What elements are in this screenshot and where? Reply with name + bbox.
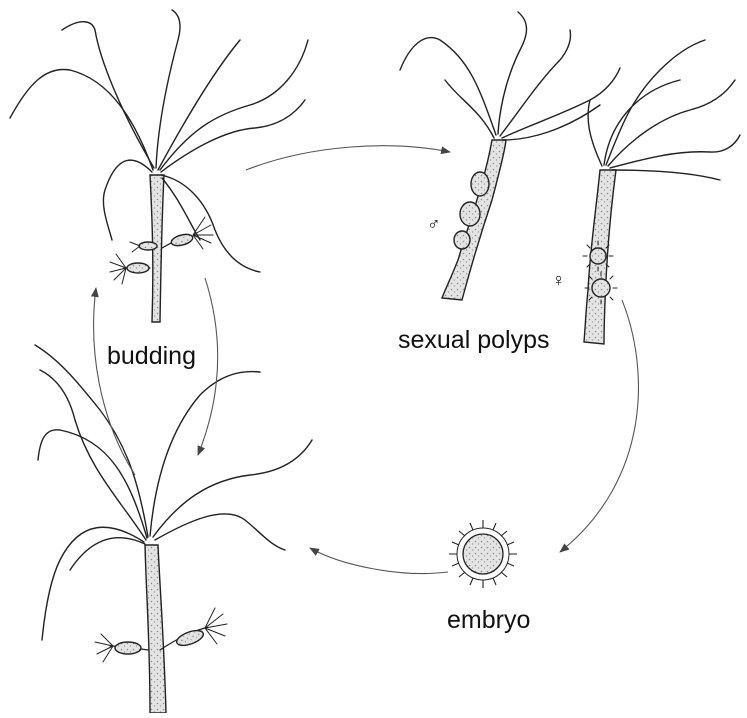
arrow-to-sexual-polyps — [246, 146, 450, 170]
tentacle — [604, 80, 680, 165]
embryo-figure — [449, 520, 517, 588]
tentacle — [155, 514, 285, 550]
tentacle — [40, 370, 146, 540]
male-symbol: ♂ — [427, 214, 441, 235]
tentacle — [10, 69, 153, 170]
female-symbol: ♀ — [552, 270, 566, 291]
polyp-bottom — [35, 345, 312, 713]
budding-polyp-top — [10, 10, 308, 322]
tentacle — [158, 40, 240, 170]
tentacle — [612, 170, 720, 180]
tentacle — [153, 440, 312, 537]
tentacle — [103, 160, 152, 240]
tentacle — [588, 100, 602, 166]
bud-body — [139, 242, 157, 250]
bud-left — [95, 634, 148, 662]
female-sexual-polyp — [583, 40, 740, 344]
arrow-budding-down — [198, 278, 218, 455]
tentacle — [38, 430, 147, 538]
bud-tentacles — [193, 217, 213, 249]
bud-body — [175, 628, 205, 649]
tentacle — [400, 38, 496, 135]
bud-tentacles — [110, 254, 126, 284]
tentacle — [162, 178, 200, 240]
tentacle — [500, 30, 571, 136]
tentacle — [606, 40, 705, 165]
embryo-on-polyp — [583, 241, 613, 271]
bud-right — [160, 608, 227, 650]
male-sexual-polyp — [400, 12, 620, 300]
label-embryo: embryo — [447, 606, 530, 635]
tentacle — [70, 538, 145, 570]
tentacle — [160, 40, 308, 170]
bud-tentacles — [95, 634, 113, 662]
tentacle — [42, 527, 144, 640]
tentacle — [503, 105, 600, 140]
label-budding: budding — [107, 342, 196, 371]
tentacle — [610, 135, 740, 168]
polyp-body — [145, 545, 166, 713]
arrow-budding-up — [94, 288, 135, 475]
embryo-core — [463, 534, 503, 574]
bud-body — [170, 232, 194, 247]
tentacle — [498, 12, 527, 134]
testis — [454, 231, 470, 249]
bud-body — [115, 642, 141, 654]
arrow-to-polyp — [310, 548, 448, 573]
tentacle — [156, 10, 180, 168]
bud-body — [127, 263, 149, 273]
label-sexual-polyps: sexual polyps — [398, 326, 549, 355]
testis — [471, 172, 489, 196]
tentacle — [608, 80, 735, 166]
tentacle — [35, 345, 148, 537]
bud-tentacles — [205, 608, 227, 644]
bud-tentacles — [130, 242, 140, 252]
tentacle — [161, 175, 260, 272]
tentacle — [150, 372, 260, 536]
testis — [460, 202, 480, 226]
tentacle — [62, 22, 154, 168]
bud-left — [110, 254, 150, 284]
bud-right — [162, 217, 213, 249]
